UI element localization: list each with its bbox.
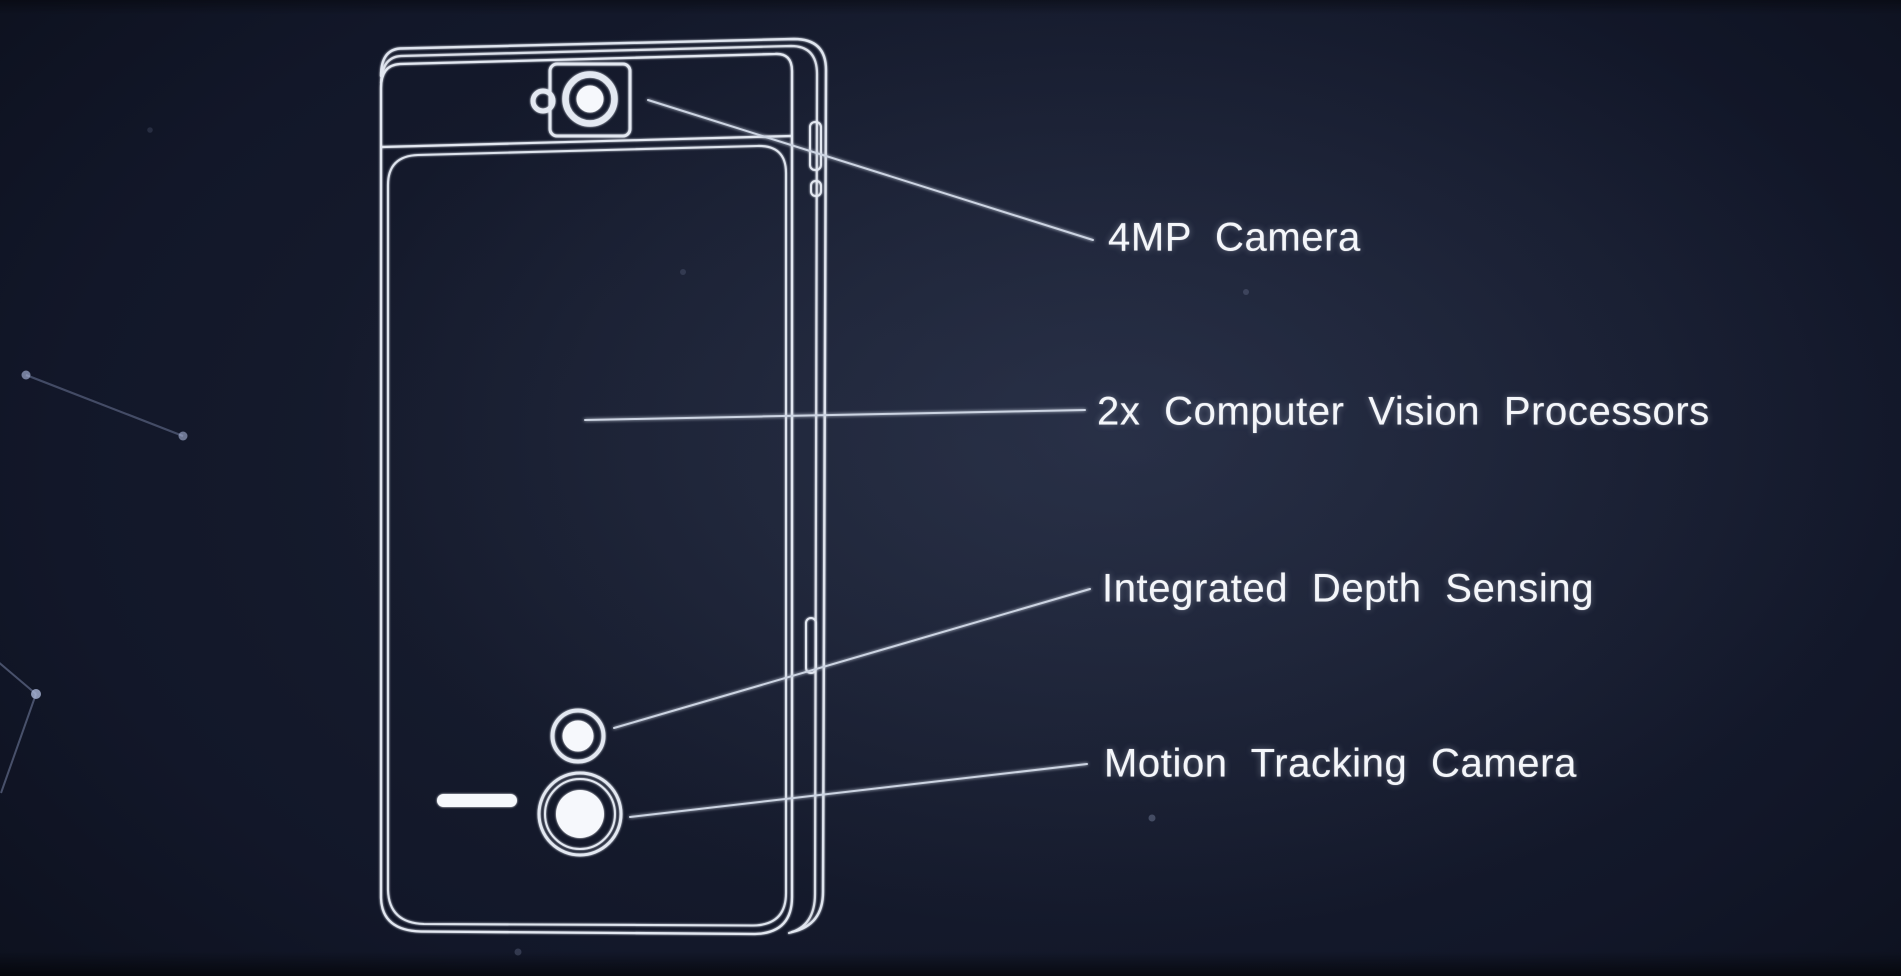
background-dot: [1243, 289, 1249, 295]
volume-button: [810, 180, 822, 197]
rear-camera-module: [548, 62, 632, 138]
constellation-line: [0, 662, 37, 695]
leader-line-depth: [613, 588, 1091, 729]
leader-line-processors: [584, 409, 1086, 421]
phone-top-cap-line: [379, 44, 819, 935]
port-dash: [437, 794, 517, 807]
motion-camera-outer-ring: [537, 771, 623, 857]
constellation-line: [0, 693, 37, 794]
leader-lines: [584, 99, 1094, 818]
phone-outer-shell: [379, 37, 828, 934]
leader-line-camera: [647, 99, 1094, 241]
flash-ring: [530, 88, 556, 114]
depth-sensor-lens: [562, 720, 594, 752]
phone-separator-line: [380, 134, 793, 149]
label-4mp-camera: 4MP Camera: [1108, 215, 1361, 260]
motion-camera-lens: [556, 790, 604, 838]
background-dot: [147, 127, 153, 133]
phone-wireframe: [379, 37, 828, 936]
constellation-dot: [21, 370, 31, 380]
background-dot: [514, 948, 522, 956]
rear-camera-lens: [576, 85, 604, 113]
background-dot: [680, 269, 686, 275]
constellation-layer: [0, 127, 1249, 956]
power-button: [809, 121, 822, 171]
constellation-dot: [31, 689, 41, 699]
leader-line-motion: [629, 763, 1088, 818]
depth-sensor-ring: [550, 708, 606, 764]
constellation-line: [25, 373, 184, 438]
background-dot: [1148, 814, 1156, 822]
label-integrated-depth-sensing: Integrated Depth Sensing: [1102, 566, 1595, 611]
constellation-dot: [178, 431, 188, 441]
phone-back-panel-inset: [386, 144, 788, 927]
side-slot: [805, 617, 817, 674]
phone-back-face: [379, 52, 794, 936]
label-motion-tracking-camera: Motion Tracking Camera: [1104, 741, 1577, 786]
label-computer-vision-processors: 2x Computer Vision Processors: [1097, 389, 1710, 434]
rear-camera-ring: [562, 71, 618, 127]
motion-camera-inner-ring: [544, 778, 616, 850]
